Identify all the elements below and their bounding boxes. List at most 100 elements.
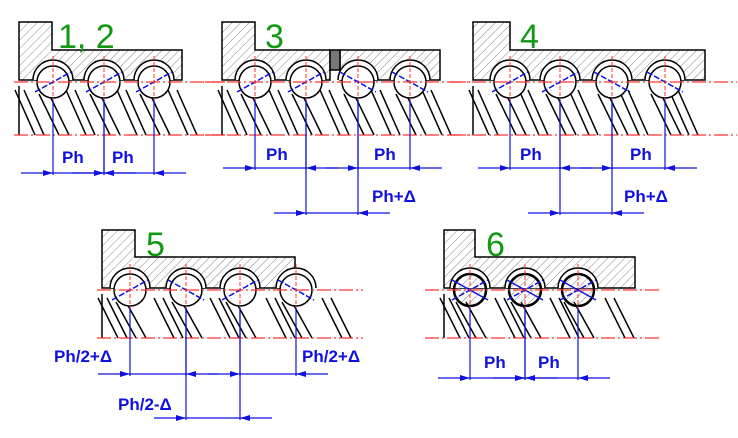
shaft-thread-line [153,297,175,339]
panel-number: 3 [265,18,284,56]
shaft-thread-line [217,89,239,136]
shaft-thread-line [277,89,299,136]
shaft-thread-line [115,301,137,339]
shaft-thread-line [607,93,629,136]
dimension-label: Ph/2+Δ [54,347,112,366]
shaft-thread-line [321,297,343,339]
shaft-thread-line [430,89,452,136]
shaft-thread-line [627,89,649,136]
panel-number: 5 [146,226,165,264]
shaft-thread-line [301,93,323,136]
shaft-thread-line [421,89,443,136]
shaft-thread-line [181,301,203,339]
shaft-thread-line [455,301,477,339]
shaft-thread-line [171,301,193,339]
dimension-label: Ph [520,145,542,164]
contact-angle-line [339,71,377,93]
shaft-thread-line [89,93,111,136]
shaft-thread-line [468,89,490,136]
shaft-thread-line [558,297,580,339]
shaft-thread-line [597,93,619,136]
shaft-thread-line [250,93,272,136]
shaft-thread-line [353,93,375,136]
dimension-label: Ph [630,145,652,164]
shaft-thread-line [240,93,262,136]
shaft-thread-line [14,89,36,136]
shaft-thread-line [510,301,532,339]
shaft-thread-line [281,301,303,339]
shaft-thread-line [99,93,121,136]
shaft-thread-line [465,301,487,339]
shaft-thread-line [65,89,87,136]
shaft-thread-line [577,89,599,136]
shaft-thread-line [330,297,352,339]
shaft-thread-line [370,89,392,136]
shaft-thread-line [38,93,60,136]
dimension-label: Ph [112,148,134,167]
shaft-thread-line [494,297,516,339]
panel-number: 4 [520,18,539,56]
shaft-thread-line [618,89,640,136]
shaft-thread-line [106,297,128,339]
shaft-thread-line [218,297,240,339]
dimension-label: Ph [484,353,506,372]
shaft-thread-line [503,297,525,339]
shaft-thread-line [660,93,682,136]
contact-angle-line [491,71,529,93]
shaft-thread-line [23,89,45,136]
shaft-thread-line [677,89,699,136]
shaft-thread-line [328,89,350,136]
shaft-thread-line [209,297,231,339]
dimension-label: Ph [374,145,396,164]
panel-1-2: 1, 2 Ph Ph [14,18,225,176]
dimension-label: Ph+Δ [624,187,668,206]
shaft-thread-line [668,89,690,136]
shaft-thread-line [116,89,138,136]
shaft-thread-line [226,89,248,136]
shaft-thread-line [505,93,527,136]
shaft-thread-line [319,89,341,136]
dimension-label: Ph/2+Δ [302,347,360,366]
contact-angle-line [559,279,597,301]
shaft-thread-line [125,301,147,339]
dimension-label: Ph+Δ [372,187,416,206]
dimension-label: Ph [538,353,560,372]
shaft-thread-line [439,297,461,339]
panel-number: 1, 2 [58,18,115,56]
shaft-thread-line [495,93,517,136]
shaft-thread-line [139,93,161,136]
dimension-label: Ph [266,145,288,164]
shaft-thread-line [167,89,189,136]
shaft-thread-line [291,301,313,339]
shaft-thread-line [477,89,499,136]
shaft-thread-line [162,297,184,339]
panel-number: 6 [486,226,505,264]
shaft-thread-line [149,93,171,136]
shaft-thread-line [405,93,427,136]
dimension-label: Ph [62,148,84,167]
shaft-thread-line [379,89,401,136]
shaft-thread-line [343,93,365,136]
shaft-thread-line [549,297,571,339]
shaft-thread-line [395,93,417,136]
shaft-thread-line [48,93,70,136]
panel-6: 6Ph Ph [425,226,660,381]
shaft-thread-line [520,301,542,339]
shaft-thread-line [291,93,313,136]
shaft-thread-line [555,93,577,136]
shaft-thread-line [268,89,290,136]
spacer [329,49,341,71]
nut-body [472,21,706,81]
shaft-thread-line [176,89,198,136]
shaft-thread-line [518,89,540,136]
shaft-thread-line [74,89,96,136]
shaft-thread-line [274,297,296,339]
shaft-thread-line [604,297,626,339]
shaft-thread-line [573,301,595,339]
shaft-thread-line [235,301,257,339]
